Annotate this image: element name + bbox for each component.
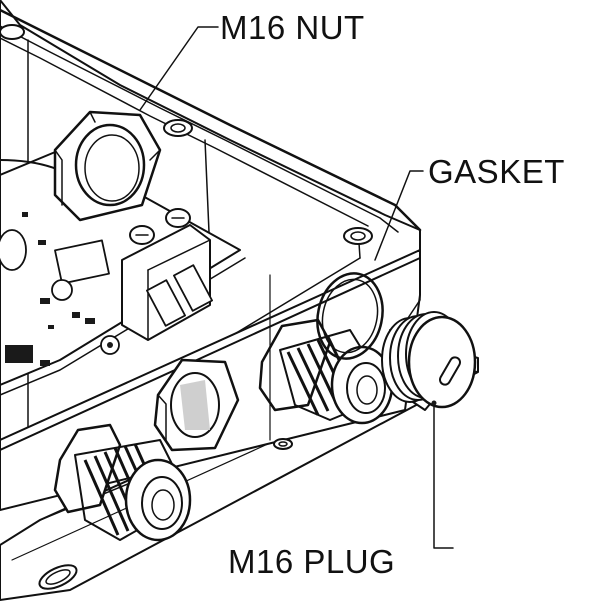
m16-nut	[53, 110, 162, 222]
terminal-block	[121, 208, 214, 341]
m16-plug	[381, 311, 477, 411]
m16-nut-mounted	[153, 358, 240, 452]
leader-lines	[139, 26, 454, 549]
label-gasket: GASKET	[428, 153, 565, 190]
mounting-slot	[38, 564, 78, 590]
circuit-board	[0, 149, 246, 396]
label-m16-nut: M16 NUT	[220, 9, 365, 46]
cable-gland-left	[53, 423, 192, 542]
mounting-slot-inner	[45, 569, 71, 585]
label-m16-plug: M16 PLUG	[228, 543, 395, 580]
gasket	[316, 272, 384, 360]
